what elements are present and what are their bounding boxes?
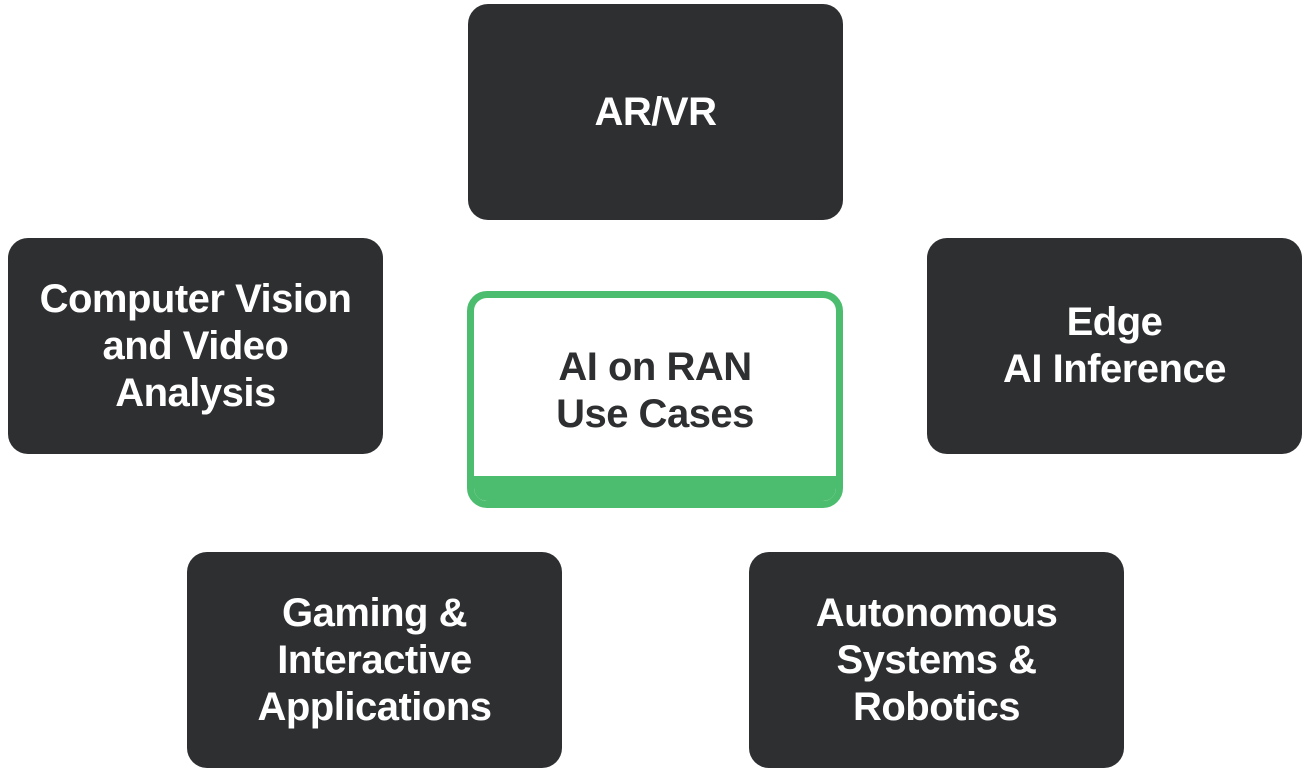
node-gaming-interactive: Gaming & Interactive Applications <box>187 552 562 768</box>
node-edge-ai-inference: Edge AI Inference <box>927 238 1302 454</box>
node-autonomous-robotics-label: Autonomous Systems & Robotics <box>815 590 1058 729</box>
center-node-ai-on-ran: AI on RAN Use Cases <box>467 291 843 508</box>
node-gaming-interactive-label: Gaming & Interactive Applications <box>257 590 492 729</box>
node-ar-vr-label: AR/VR <box>594 89 717 134</box>
node-computer-vision: Computer Vision and Video Analysis <box>8 238 383 454</box>
node-ar-vr: AR/VR <box>468 4 843 220</box>
node-autonomous-robotics: Autonomous Systems & Robotics <box>749 552 1124 768</box>
center-node-accent-bar <box>474 476 836 501</box>
center-node-label: AI on RAN Use Cases <box>556 345 754 436</box>
node-edge-ai-inference-label: Edge AI Inference <box>1003 300 1226 391</box>
node-computer-vision-label: Computer Vision and Video Analysis <box>39 276 352 415</box>
